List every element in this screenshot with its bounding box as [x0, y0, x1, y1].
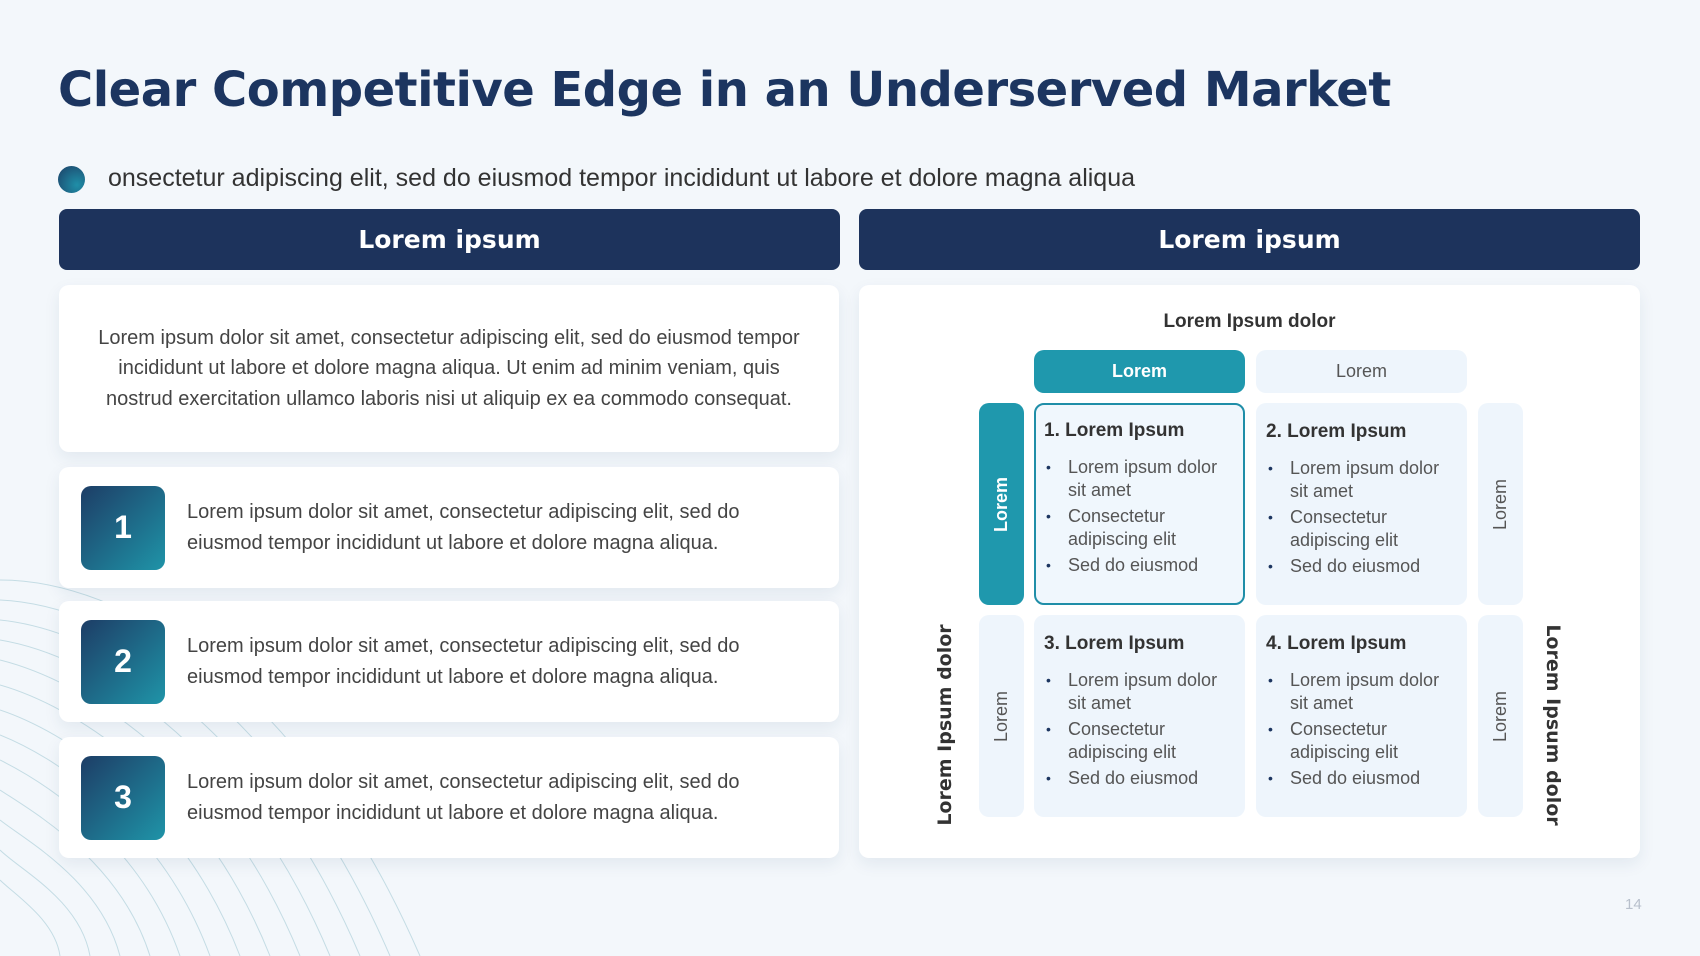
intro-text: Lorem ipsum dolor sit amet, consectetur …	[98, 326, 800, 410]
number-badge: 3	[81, 755, 165, 840]
cell-bullet: Consectetur adipiscing elit	[1044, 718, 1235, 764]
cell-bullet: Sed do eiusmod	[1044, 554, 1235, 577]
column-header-1: Lorem	[1034, 350, 1245, 393]
matrix-cell-1: 1. Lorem Ipsum Lorem ipsum dolor sit ame…	[1034, 403, 1245, 605]
list-item: 1 Lorem ipsum dolor sit amet, consectetu…	[59, 467, 839, 588]
cell-bullet: Consectetur adipiscing elit	[1044, 505, 1235, 551]
cell-title: 3. Lorem Ipsum	[1044, 633, 1185, 654]
intro-card: Lorem ipsum dolor sit amet, consectetur …	[59, 285, 839, 452]
item-text: Lorem ipsum dolor sit amet, consectetur …	[187, 501, 740, 554]
matrix-left-label: Lorem Ipsum dolor	[934, 624, 956, 826]
cell-bullet: Lorem ipsum dolor sit amet	[1266, 669, 1457, 715]
number-badge: 2	[81, 619, 165, 704]
cell-title: 1. Lorem Ipsum	[1044, 420, 1185, 441]
cell-title: 2. Lorem Ipsum	[1266, 421, 1407, 442]
cell-title: 4. Lorem Ipsum	[1266, 633, 1407, 654]
list-item: 3 Lorem ipsum dolor sit amet, consectetu…	[59, 737, 839, 858]
row-header-label: Lorem	[991, 476, 1012, 532]
row-label: Lorem	[1490, 690, 1510, 742]
row-header-label: Lorem	[991, 690, 1011, 742]
cell-bullet: Sed do eiusmod	[1266, 767, 1457, 790]
cell-bullet: Consectetur adipiscing elit	[1266, 718, 1457, 764]
left-header: Lorem ipsum	[59, 209, 840, 270]
matrix-panel: Lorem Ipsum dolor Lorem Lorem Lorem Ipsu…	[859, 285, 1640, 858]
column-header-2: Lorem	[1256, 350, 1467, 393]
page-number: 14	[1625, 896, 1642, 913]
cell-bullet: Lorem ipsum dolor sit amet	[1044, 669, 1235, 715]
matrix-cell-2: 2. Lorem Ipsum Lorem ipsum dolor sit ame…	[1256, 403, 1467, 605]
subtitle: onsectetur adipiscing elit, sed do eiusm…	[108, 164, 1136, 192]
page-title: Clear Competitive Edge in an Underserved…	[58, 62, 1391, 118]
matrix-cell-4: 4. Lorem Ipsum Lorem ipsum dolor sit ame…	[1256, 615, 1467, 817]
matrix-top-label: Lorem Ipsum dolor	[1163, 311, 1336, 332]
right-header: Lorem ipsum	[859, 209, 1640, 270]
cell-bullet: Consectetur adipiscing elit	[1266, 506, 1457, 552]
row-header-2: Lorem	[979, 615, 1024, 817]
row-header-1: Lorem	[979, 403, 1024, 605]
number-badge: 1	[81, 485, 165, 570]
right-row-label-1: Lorem	[1478, 403, 1523, 605]
cell-bullet: Lorem ipsum dolor sit amet	[1044, 456, 1235, 502]
matrix-cell-3: 3. Lorem Ipsum Lorem ipsum dolor sit ame…	[1034, 615, 1245, 817]
item-text: Lorem ipsum dolor sit amet, consectetur …	[187, 635, 740, 688]
row-label: Lorem	[1490, 478, 1510, 530]
cell-bullet: Lorem ipsum dolor sit amet	[1266, 457, 1457, 503]
cell-bullet: Sed do eiusmod	[1266, 555, 1457, 578]
matrix-right-label: Lorem Ipsum dolor	[1542, 624, 1564, 826]
cell-bullet: Sed do eiusmod	[1044, 767, 1235, 790]
list-item: 2 Lorem ipsum dolor sit amet, consectetu…	[59, 601, 839, 722]
bullet-dot-icon	[58, 166, 85, 193]
item-text: Lorem ipsum dolor sit amet, consectetur …	[187, 771, 740, 824]
right-row-label-2: Lorem	[1478, 615, 1523, 817]
